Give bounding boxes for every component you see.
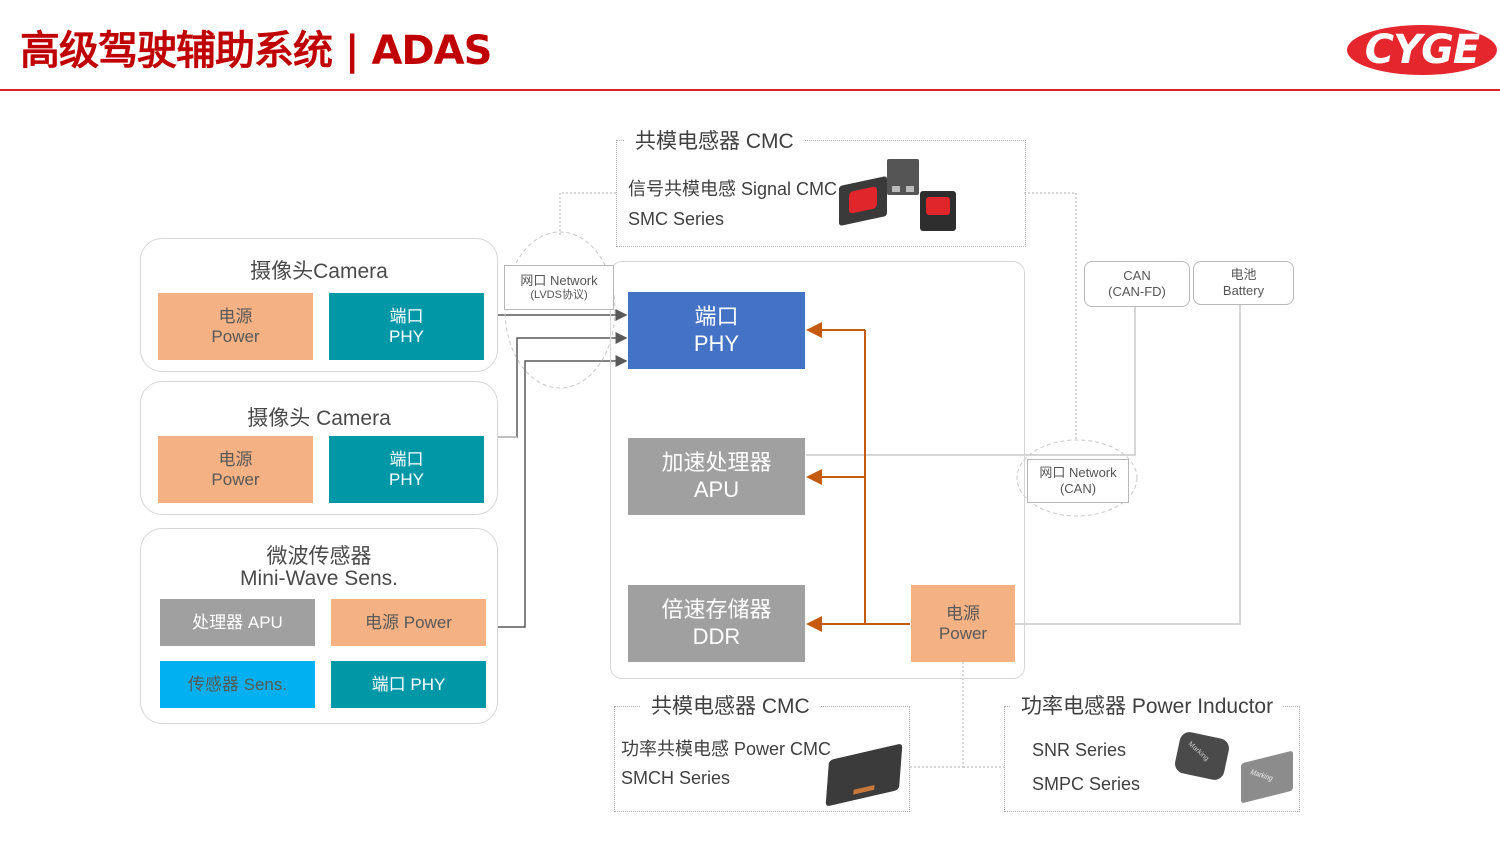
radar-phy-block: 端口 PHY [331, 661, 486, 708]
header-divider [0, 89, 1500, 91]
can-label: CAN [1123, 268, 1151, 284]
apu-can-link [806, 305, 1136, 456]
signal-cmc-title: 共模电感器 CMC [625, 125, 804, 155]
power-battery-link [1015, 305, 1241, 625]
power-cmc-panel: 共模电感器 CMC 功率共模电感 Power CMC SMCH Series [614, 690, 910, 812]
lvds-network-text: 网口 Network [520, 273, 598, 289]
smpc-series: SMPC Series [1032, 774, 1141, 794]
ecu-power-en: Power [938, 623, 988, 643]
signal-cmc-image-wound [839, 175, 887, 227]
signal-cmc-connector-left [559, 192, 616, 235]
can-network-label: 网口 Network (CAN) [1027, 459, 1129, 503]
battery-en: Battery [1222, 283, 1265, 298]
snr-series: SNR Series [1032, 740, 1127, 760]
can-network-text: 网口 Network [1039, 465, 1117, 481]
battery-box: 电池 Battery [1193, 261, 1294, 305]
camera2-power-en: Power [211, 469, 260, 489]
power-inductor-panel: 功率电感器 Power Inductor SNR Series SMPC Ser… [1004, 690, 1300, 812]
camera1-phy-block: 端口 PHY [329, 293, 484, 360]
power-cmc-series: SMCH Series [621, 768, 731, 788]
signal-cmc-image-open [920, 191, 956, 231]
snr-inductor-image: Marking [1173, 730, 1231, 782]
snr-marking: Marking [1186, 740, 1210, 763]
camera1-power-block: 电源 Power [158, 293, 313, 360]
battery-cn: 电池 [1230, 267, 1257, 283]
can-network-protocol: (CAN) [1059, 481, 1097, 496]
ecu-apu-block: 加速处理器 APU [628, 438, 805, 515]
radar-group: 微波传感器 Mini-Wave Sens. 处理器 APU 电源 Power 传… [140, 528, 498, 724]
ecu-phy-cn: 端口 [694, 304, 739, 330]
signal-cmc-panel: 共模电感器 CMC 信号共模电感 Signal CMC SMC Series [616, 125, 1026, 247]
camera2-phy-cn: 端口 [389, 449, 424, 469]
signal-cmc-image-chip [887, 159, 919, 195]
signal-cmc-connector-right [1024, 192, 1077, 440]
can-box: CAN (CAN-FD) [1084, 261, 1190, 307]
radar-phy-link [497, 355, 628, 628]
camera2-power-block: 电源 Power [158, 436, 313, 503]
ecu-phy-block: 端口 PHY [628, 292, 805, 369]
radar-title-cn: 微波传感器 [266, 545, 372, 568]
camera2-title: 摄像头 Camera [247, 407, 391, 430]
lvds-network-label: 网口 Network (LVDS协议) [504, 265, 614, 310]
can-highlight-ellipse [1016, 439, 1138, 517]
lvds-highlight-ellipse [504, 231, 616, 389]
smpc-marking: Marking [1248, 768, 1274, 783]
power-cmc-desc: 功率共模电感 Power CMC [621, 739, 832, 759]
camera1-power-en: Power [211, 326, 260, 346]
ecu-ddr-cn: 倍速存储器 [661, 597, 772, 623]
camera1-title: 摄像头Camera [250, 260, 388, 283]
ecu-ddr-block: 倍速存储器 DDR [628, 585, 805, 662]
can-fd-label: (CAN-FD) [1108, 284, 1166, 299]
cyge-logo: CYGE [1347, 25, 1497, 75]
signal-cmc-series: SMC Series [628, 209, 725, 229]
camera1-phy-en: PHY [389, 326, 424, 346]
ecu-power-block: 电源 Power [911, 585, 1015, 662]
radar-apu-block: 处理器 APU [160, 599, 315, 646]
camera2-phy-block: 端口 PHY [329, 436, 484, 503]
radar-power-block: 电源 Power [331, 599, 486, 646]
ecu-container [610, 261, 1025, 679]
camera1-group: 摄像头Camera 电源 Power 端口 PHY [140, 238, 498, 372]
radar-title-en: Mini-Wave Sens. [240, 567, 398, 590]
camera2-power-cn: 电源 [218, 449, 253, 469]
power-inductor-title: 功率电感器 Power Inductor [1011, 690, 1284, 720]
ecu-apu-cn: 加速处理器 [661, 450, 772, 476]
camera1-phy-cn: 端口 [389, 306, 424, 326]
camera2-group: 摄像头 Camera 电源 Power 端口 PHY [140, 381, 498, 515]
page-title: 高级驾驶辅助系统 | ADAS [20, 28, 492, 74]
ecu-phy-en: PHY [693, 330, 740, 356]
ecu-ddr-en: DDR [692, 623, 741, 649]
smpc-inductor-image: Marking [1241, 750, 1293, 804]
power-cmc-title: 共模电感器 CMC [641, 690, 820, 720]
radar-sensor-block: 传感器 Sens. [160, 661, 315, 708]
camera2-phy-link [497, 332, 628, 438]
ecu-power-cn: 电源 [946, 603, 980, 623]
power-cmc-image [825, 743, 903, 807]
camera1-power-cn: 电源 [218, 306, 253, 326]
signal-cmc-desc: 信号共模电感 Signal CMC [628, 179, 838, 199]
camera2-phy-en: PHY [389, 469, 424, 489]
ecu-apu-en: APU [693, 476, 740, 502]
lvds-network-protocol: (LVDS协议) [530, 288, 588, 301]
